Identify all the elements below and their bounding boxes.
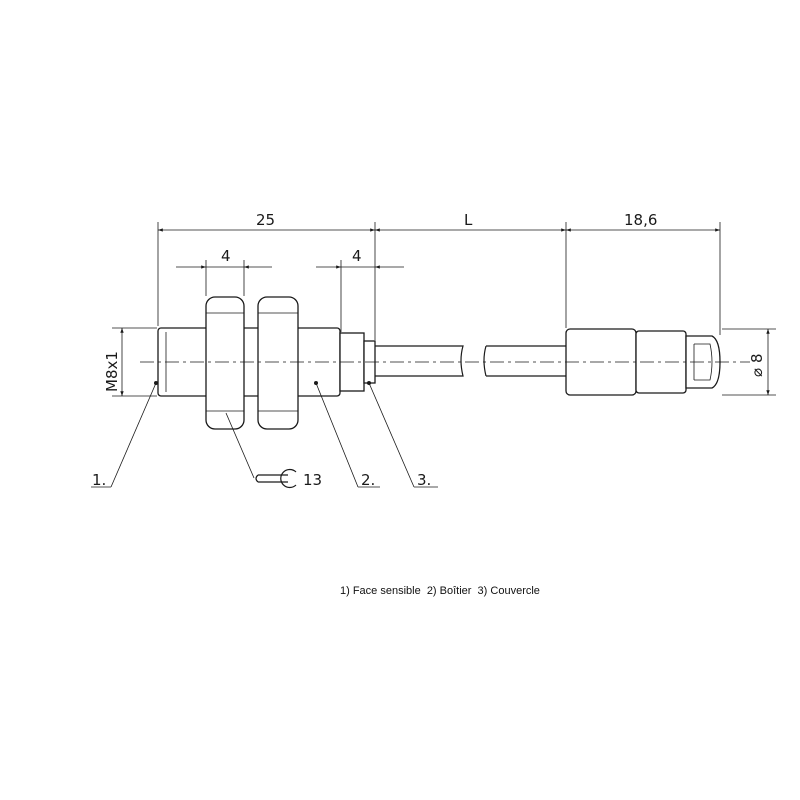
nut-width-dimension-left — [176, 260, 272, 296]
dim-diameter-symbol: ⌀ — [748, 368, 766, 377]
callout-sensing-face: 1. — [92, 471, 106, 489]
diameter-dimension — [722, 328, 776, 396]
dim-diameter: 8 — [748, 353, 766, 363]
wrench-icon — [255, 468, 297, 489]
dim-cover-width: 4 — [352, 247, 362, 265]
callout-cover: 3. — [417, 471, 431, 489]
callout-wrench-size: 13 — [303, 471, 322, 489]
right-nut — [257, 296, 299, 430]
dim-cable-length: L — [464, 211, 473, 229]
cover-width-dimension — [316, 260, 404, 332]
callout-housing: 2. — [361, 471, 375, 489]
dim-thread: M8x1 — [103, 351, 121, 392]
dim-overall-length: 25 — [256, 211, 275, 229]
leader-sensing-face — [91, 381, 158, 488]
dim-nut-width-left: 4 — [221, 247, 231, 265]
left-nut — [205, 296, 245, 430]
cable — [375, 345, 566, 377]
leader-housing — [314, 381, 380, 488]
legend: 1) Face sensible 2) Boîtier 3) Couvercle — [340, 585, 540, 597]
leader-cover — [367, 381, 438, 488]
dim-connector-length: 18,6 — [624, 211, 657, 229]
leader-wrench — [225, 412, 255, 479]
top-dimension-chain — [157, 222, 721, 340]
thread-dimension — [112, 327, 157, 397]
